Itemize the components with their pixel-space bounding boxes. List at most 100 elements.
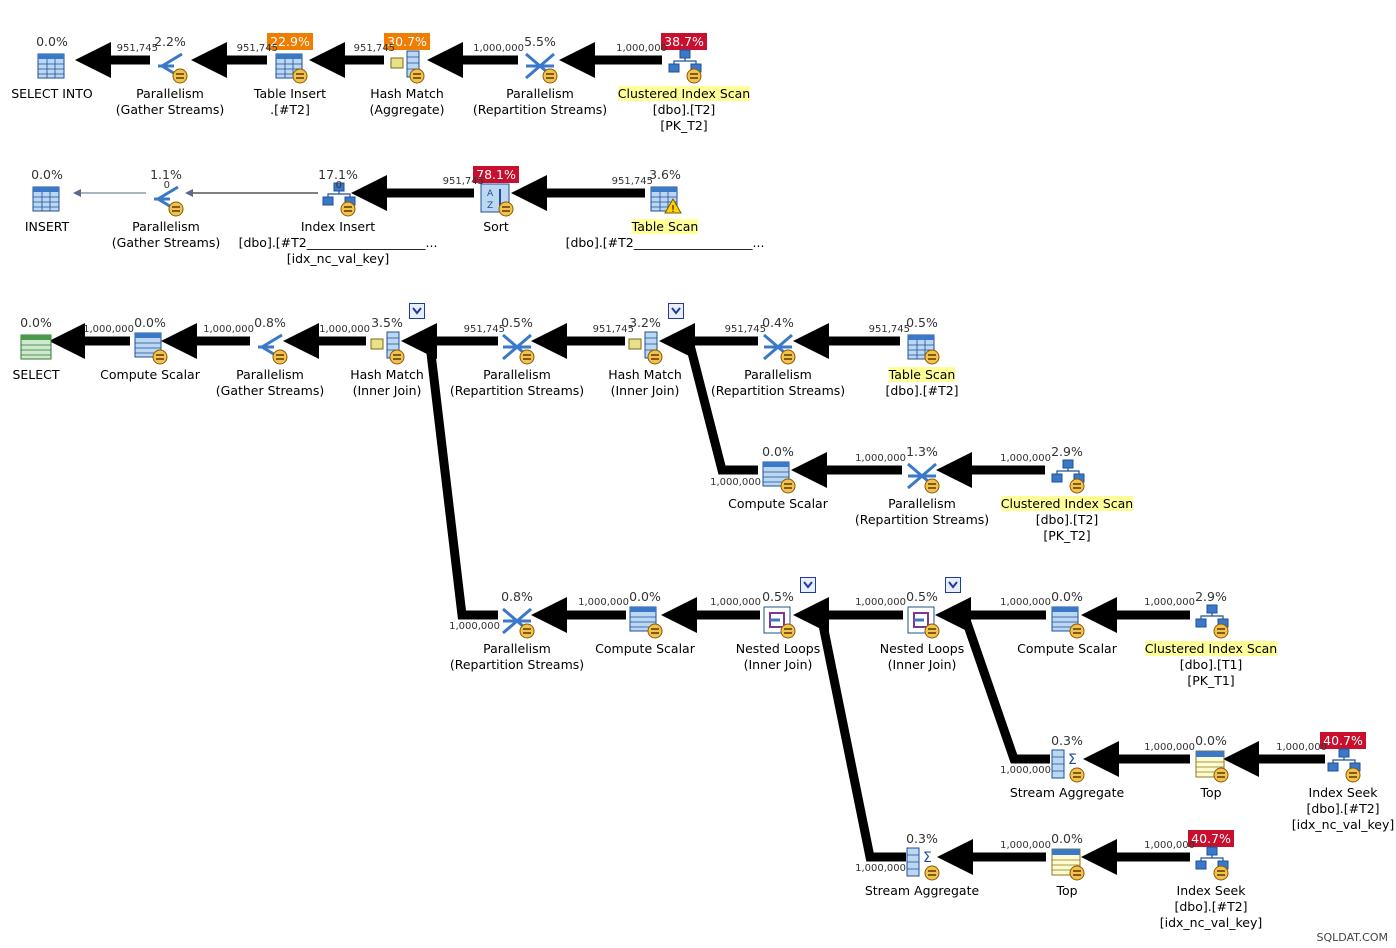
- svg-text:Σ: Σ: [923, 850, 932, 866]
- operator-name: Top: [1056, 883, 1078, 898]
- operator-label: Stream Aggregate: [967, 785, 1167, 801]
- operator-detail: [dbo].[#T2]: [885, 383, 959, 398]
- cost-percentage: 3.2%: [545, 315, 745, 331]
- operator-name: Top: [1200, 785, 1222, 800]
- operator-detail: (Repartition Streams): [449, 657, 585, 672]
- operator-name: Parallelism: [236, 367, 304, 382]
- expand-toggle-icon[interactable]: [409, 303, 425, 319]
- row-count-label: 951,745: [353, 43, 395, 54]
- cost-percentage: 0.5%: [678, 589, 878, 605]
- cost-percentage-text: 0.5%: [501, 315, 533, 330]
- parallelism-repartition-icon: [760, 329, 796, 365]
- row-count-label: 0: [163, 180, 170, 191]
- operator-detail: (Repartition Streams): [472, 102, 608, 117]
- cost-percentage: 0.0%: [1111, 733, 1311, 749]
- row-count-label: 951,745: [868, 324, 910, 335]
- operator-name: Parallelism: [132, 219, 200, 234]
- operator-label: Parallelism(Repartition Streams): [417, 641, 617, 673]
- row-count-label: 1,000,000: [449, 621, 500, 632]
- operator-detail: [PK_T2]: [660, 118, 708, 133]
- compute-scalar-icon: [1049, 603, 1085, 639]
- cost-percentage-text: 2.9%: [1195, 589, 1227, 604]
- operator-label: SELECT: [0, 367, 136, 383]
- index-seek-icon: [1193, 845, 1229, 881]
- cost-percentage-text: 0.0%: [134, 315, 166, 330]
- operator-name: Compute Scalar: [1017, 641, 1117, 656]
- stream-aggregate-icon: Σ: [1049, 747, 1085, 783]
- row-count-label: 951,745: [236, 43, 278, 54]
- operator-name: Stream Aggregate: [864, 883, 980, 898]
- operator-name: Sort: [483, 219, 509, 234]
- row-count-label: 951,745: [442, 176, 484, 187]
- cost-percentage: 22.9%: [190, 33, 390, 50]
- cost-percentage: 0.4%: [678, 315, 878, 331]
- operator-detail: [idx_nc_val_key]: [286, 251, 390, 266]
- operator-label: Hash Match(Aggregate): [307, 86, 507, 118]
- cost-percentage: 0.0%: [50, 315, 250, 331]
- cost-percentage: 0.0%: [545, 589, 745, 605]
- operator-name: Clustered Index Scan: [1144, 641, 1278, 656]
- operator-name: Clustered Index Scan: [1000, 496, 1134, 511]
- operator-label: Parallelism(Repartition Streams): [440, 86, 640, 118]
- parallelism-repartition-icon: [904, 458, 940, 494]
- operator-label: Index Seek[dbo].[#T2][idx_nc_val_key]: [1111, 883, 1311, 931]
- operator-label: Parallelism(Repartition Streams): [678, 367, 878, 399]
- cost-percentage-text: 0.0%: [1051, 831, 1083, 846]
- operator-name: Hash Match: [370, 86, 444, 101]
- row-count-label: 0: [335, 180, 342, 191]
- select-into-icon: [34, 48, 70, 84]
- cost-percentage-text: 2.2%: [154, 34, 186, 49]
- operator-label: Top: [1111, 785, 1311, 801]
- operator-detail: (Repartition Streams): [854, 512, 990, 527]
- operator-label: Sort: [396, 219, 596, 235]
- operator-label: Parallelism(Gather Streams): [170, 367, 370, 399]
- operator-label: Parallelism(Repartition Streams): [822, 496, 1022, 528]
- operator-detail: [dbo].[#T2]: [1306, 801, 1380, 816]
- operator-label: Table Scan[dbo].[#T2___________________.…: [565, 219, 765, 251]
- cost-percentage: 2.9%: [967, 444, 1167, 460]
- row-count-label: 1,000,000: [616, 43, 667, 54]
- operator-name: Nested Loops: [879, 641, 965, 656]
- operator-label: INSERT: [0, 219, 147, 235]
- table-scan-warning-icon: !: [647, 181, 683, 217]
- select-icon: [18, 329, 54, 365]
- cost-percentage-text: 2.9%: [1051, 444, 1083, 459]
- operator-detail: (Repartition Streams): [449, 383, 585, 398]
- cost-percentage: 0.0%: [967, 831, 1167, 847]
- row-count-label: 1,000,000: [203, 324, 254, 335]
- cost-percentage-text: 0.3%: [1051, 733, 1083, 748]
- cost-percentage: 0.3%: [822, 831, 1022, 847]
- cost-percentage-text: 0.0%: [36, 34, 68, 49]
- cost-percentage-text: 1.3%: [906, 444, 938, 459]
- cost-percentage-text: 22.9%: [267, 33, 313, 50]
- operator-name: Parallelism: [483, 367, 551, 382]
- index-insert-icon: [320, 181, 356, 217]
- operator-label: Compute Scalar: [50, 367, 250, 383]
- svg-text:Σ: Σ: [1068, 752, 1077, 768]
- row-count-label: 951,745: [611, 176, 653, 187]
- cost-percentage: 0.3%: [967, 733, 1167, 749]
- operator-label: Compute Scalar: [545, 641, 745, 657]
- expand-toggle-icon[interactable]: [800, 577, 816, 593]
- operator-name: Compute Scalar: [728, 496, 828, 511]
- operator-detail: [dbo].[#T2___________________...: [565, 235, 765, 250]
- hash-match-icon: [627, 329, 663, 365]
- operator-detail: [PK_T2]: [1043, 528, 1091, 543]
- expand-toggle-icon[interactable]: [668, 303, 684, 319]
- expand-toggle-icon[interactable]: [945, 577, 961, 593]
- cost-percentage: 0.5%: [822, 315, 1022, 331]
- clustered-index-scan-icon: [1049, 458, 1085, 494]
- row-count-label: 1,000,000: [855, 453, 906, 464]
- operator-detail: [dbo].[T1]: [1179, 657, 1243, 672]
- operator-name: SELECT: [12, 367, 60, 382]
- table-insert-icon: [272, 48, 308, 84]
- row-count-label: 1,000,000: [1144, 742, 1195, 753]
- operator-label: Compute Scalar: [678, 496, 878, 512]
- operator-name: Table Insert: [253, 86, 327, 101]
- clustered-index-scan-icon: [1193, 603, 1229, 639]
- row-count-label: 1,000,000: [1000, 597, 1051, 608]
- operator-detail: [dbo].[T2]: [652, 102, 716, 117]
- row-count-label: 1,000,000: [1000, 840, 1051, 851]
- cost-percentage-text: 40.7%: [1320, 732, 1366, 749]
